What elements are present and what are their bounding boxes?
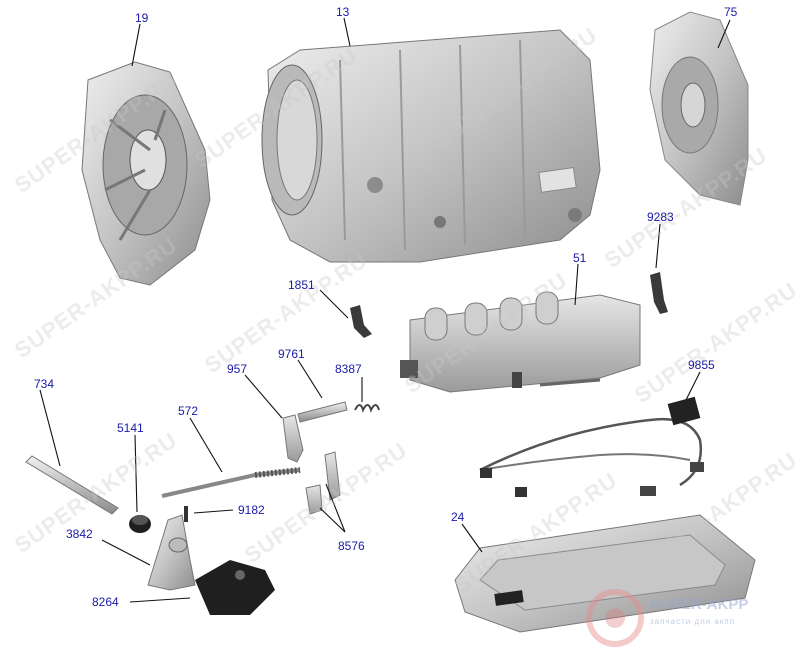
leader-8264 [129,597,191,603]
callout-9855: 9855 [688,358,715,372]
callout-8264: 8264 [92,595,119,609]
leader-19 [131,23,141,67]
leader-9182 [193,509,234,514]
part-13-transmission-case [261,29,601,263]
leader-9855 [685,371,701,401]
part-9283-sensor [650,272,668,314]
part-734-manual-shaft [25,455,119,515]
part-1851-sensor [350,305,372,338]
callout-3842: 3842 [66,527,93,541]
part-19-bell-housing [81,61,211,286]
callout-19: 19 [135,11,149,25]
part-8264-range-sensor [195,560,275,615]
callout-957: 957 [227,362,248,376]
part-3842-detent-plate [147,514,196,591]
leader-5141 [134,434,138,513]
callout-8576: 8576 [338,539,365,553]
leader-8576a [325,483,346,533]
leader-13 [343,17,351,47]
callout-13: 13 [336,5,350,19]
leader-3842 [101,539,151,566]
callout-9283: 9283 [647,210,674,224]
callout-75: 75 [724,5,738,19]
part-9855-wiring-harness [479,396,704,497]
part-9182-pin [184,506,188,522]
callout-5141: 5141 [117,421,144,435]
part-51-valve-body [400,291,641,393]
leader-lines [39,17,731,603]
callout-9182: 9182 [238,503,265,517]
leader-734 [39,389,61,467]
leader-24 [461,523,483,553]
leader-9761 [297,359,323,399]
callout-572: 572 [178,404,199,418]
callout-51: 51 [573,251,587,265]
leader-572 [189,417,223,473]
callout-9761: 9761 [278,347,305,361]
leader-9283 [655,223,661,269]
part-572-park-rod [161,467,301,498]
part-8387-spring [354,404,380,413]
part-957-lever [282,414,304,463]
callout-8387: 8387 [335,362,362,376]
logo-tagline: запчасти для акпп [650,617,735,626]
leader-75 [717,19,731,49]
part-24-oil-pan [454,514,756,633]
leader-957 [244,374,283,419]
leader-51 [574,263,579,306]
part-5141-bushing [129,515,151,533]
super-akpp-logo [586,589,644,647]
callout-734: 734 [34,377,55,391]
callout-1851: 1851 [288,278,315,292]
leader-8576b [319,507,346,533]
leader-1851 [319,289,349,319]
logo-name: SUPER-AKPP [650,596,749,613]
part-9761-pin [297,401,348,423]
part-75-extension-housing [649,11,749,206]
callout-24: 24 [451,510,465,524]
